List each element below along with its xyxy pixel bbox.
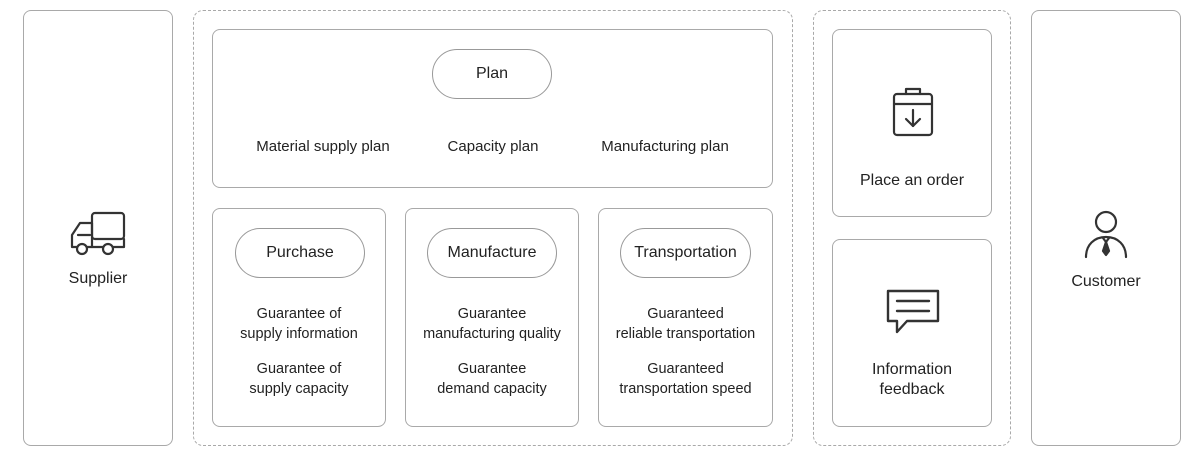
place-order-label: Place an order <box>859 172 965 189</box>
transportation-title: Transportation <box>620 228 751 278</box>
transportation-line-2: reliable transportation <box>615 326 756 342</box>
customer-panel: Customer <box>1031 10 1181 446</box>
plan-item-manufacturing: Manufacturing plan <box>601 138 729 155</box>
feedback-panel <box>832 239 992 427</box>
supplier-panel: Supplier <box>23 10 173 446</box>
plan-item-material: Material supply plan <box>256 138 390 155</box>
person-icon <box>1082 209 1130 259</box>
transportation-line-3: Guaranteed <box>647 361 724 377</box>
transportation-line-1: Guaranteed <box>647 306 724 322</box>
manufacture-line-2: manufacturing quality <box>423 326 561 342</box>
clipboard-download-icon <box>891 84 935 138</box>
purchase-title: Purchase <box>235 228 365 278</box>
truck-icon <box>68 209 128 257</box>
manufacture-line-1: Guarantee <box>457 306 527 322</box>
purchase-line-1: Guarantee of <box>256 306 342 322</box>
process-group <box>193 10 793 446</box>
purchase-line-2: supply information <box>240 326 358 342</box>
plan-item-capacity: Capacity plan <box>447 138 539 155</box>
manufacture-line-3: Guarantee <box>457 361 527 377</box>
supplier-label: Supplier <box>68 270 128 287</box>
feedback-label-line-2: feedback <box>879 381 945 398</box>
manufacture-line-4: demand capacity <box>437 381 547 397</box>
chat-message-icon <box>885 288 941 336</box>
customer-label: Customer <box>1071 273 1141 290</box>
customer-actions-group <box>813 10 1011 446</box>
purchase-line-4: supply capacity <box>249 381 349 397</box>
manufacture-title: Manufacture <box>427 228 557 278</box>
feedback-label-line-1: Information <box>871 361 953 378</box>
plan-title: Plan <box>432 49 552 99</box>
purchase-line-3: Guarantee of <box>256 361 342 377</box>
transportation-line-4: transportation speed <box>619 381 752 397</box>
